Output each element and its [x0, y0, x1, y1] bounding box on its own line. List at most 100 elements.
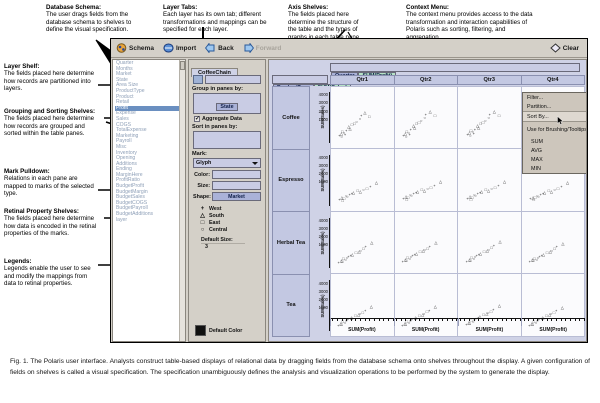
layer-tab-coffeechain[interactable]: CoffeeChain — [191, 68, 238, 77]
forward-button[interactable]: Forward — [243, 42, 281, 54]
row-header[interactable]: Tea — [272, 274, 310, 337]
table-pane[interactable]: +△□○+△□○+△□○+△□ — [394, 148, 458, 212]
shape-legend[interactable]: +West△South□East○Central — [199, 206, 265, 234]
schema-field[interactable]: layer — [116, 216, 128, 223]
schema-field[interactable]: Expense — [116, 110, 136, 117]
table-pane[interactable]: +△□○+△□○+△□○+△□ — [521, 211, 585, 275]
table-pane[interactable]: +△□○+△□○+△□○+△□○ — [394, 86, 458, 149]
scatter-mark: ○ — [343, 320, 347, 326]
schema-scrollbar[interactable] — [179, 60, 185, 341]
clear-button[interactable]: Clear — [549, 43, 579, 53]
scatter-mark: □ — [469, 318, 473, 324]
x-tick — [405, 319, 407, 321]
legend-item[interactable]: ○Central — [199, 227, 265, 234]
row-header[interactable]: Herbal Tea — [272, 212, 310, 275]
scatter-mark: + — [477, 316, 479, 320]
table-pane[interactable]: +△□○+△□○+△□○+△□ — [458, 274, 522, 337]
table-pane[interactable]: +△□○+△□○+△□○+△□○ — [330, 86, 395, 149]
column-header[interactable]: Qtr1 — [330, 75, 395, 85]
context-menu[interactable]: Filter... Partition... Sort By... Use fo… — [522, 92, 587, 174]
legend-item[interactable]: +West — [199, 206, 265, 213]
back-button[interactable]: Back — [205, 42, 234, 54]
table-pane[interactable]: +△□○+△□○+△□○+△□ — [521, 274, 585, 337]
shape-shelf[interactable]: Market — [212, 192, 261, 201]
table-pane[interactable]: +△□○+△□○+△□○+△□ — [330, 274, 395, 337]
column-header[interactable]: Qtr2 — [394, 75, 458, 85]
scatter-mark: + — [401, 259, 404, 265]
menu-item-sort-by[interactable]: Sort By... — [523, 111, 586, 122]
schema-field[interactable]: TotalExpense — [116, 127, 147, 134]
menu-item-partition[interactable]: Partition... — [527, 103, 552, 110]
table-pane[interactable]: +△□○+△□○+△□○+△□ — [458, 211, 522, 275]
default-color-row[interactable]: Default Color — [195, 325, 242, 336]
schema-field[interactable]: ProfitRatio — [116, 177, 140, 184]
table-pane[interactable]: +△□○+△□○+△□○+△□ — [330, 148, 395, 212]
legend-item[interactable]: △South — [199, 213, 265, 220]
sort-in-panes-shelf[interactable] — [193, 131, 261, 149]
schema-field[interactable]: Retail — [116, 99, 130, 106]
table-pane[interactable]: +△□○+△□○+△□○+△□ — [458, 148, 522, 212]
scatter-mark: ○ — [487, 246, 490, 252]
schema-field[interactable]: Market — [116, 71, 132, 78]
schema-field[interactable]: Payroll — [116, 138, 132, 145]
schema-field[interactable]: Quarter — [116, 60, 134, 66]
column-header[interactable]: Qtr3 — [458, 75, 522, 85]
scrollbar-thumb[interactable] — [180, 61, 185, 70]
schema-field[interactable]: Opening — [116, 155, 136, 162]
scatter-mark: △ — [350, 251, 354, 257]
schema-field[interactable]: BudgetPayroll — [116, 205, 148, 212]
menu-item-sum[interactable]: SUM — [531, 138, 543, 145]
layer-shelf[interactable] — [193, 75, 261, 84]
legend-item[interactable]: □East — [199, 220, 265, 227]
schema-button[interactable]: Schema — [116, 43, 154, 53]
schema-field[interactable]: COGS — [116, 121, 132, 128]
scatter-mark: ○ — [409, 254, 413, 260]
aggregate-data-checkbox[interactable] — [194, 115, 200, 122]
row-header[interactable]: Espresso — [272, 149, 310, 212]
mark-pulldown[interactable]: Glyph — [193, 158, 261, 168]
aggregate-data-checkbox-row[interactable]: Aggregate Data — [194, 115, 265, 122]
schema-field[interactable]: BudgetAdditions — [116, 211, 154, 218]
schema-field[interactable]: Ending — [116, 166, 132, 173]
schema-field[interactable]: BudgetProfit — [116, 183, 145, 190]
column-header[interactable]: Qtr4 — [521, 75, 585, 85]
schema-field[interactable]: Area Size — [116, 82, 139, 89]
schema-field[interactable]: Misc — [116, 143, 127, 150]
schema-field[interactable]: Additions — [116, 160, 137, 167]
row-header[interactable]: Coffee — [272, 86, 310, 150]
menu-item-max[interactable]: MAX — [531, 156, 543, 163]
table-pane[interactable]: +△□○+△□○+△□○+△□○ — [458, 86, 522, 149]
layer-shelf-field[interactable] — [205, 75, 261, 84]
import-button[interactable]: Import — [163, 43, 196, 53]
menu-item-min[interactable]: MIN — [531, 165, 541, 172]
schema-field[interactable]: Sales — [116, 115, 129, 122]
size-shelf[interactable] — [212, 181, 261, 190]
schema-field[interactable]: Months — [116, 65, 133, 72]
color-shelf[interactable] — [212, 170, 261, 179]
schema-field[interactable]: BudgetSales — [116, 194, 145, 201]
schema-field[interactable]: Inventory — [116, 149, 137, 156]
schema-field[interactable]: Marketing — [116, 132, 139, 139]
schema-field[interactable]: State — [116, 76, 128, 83]
schema-field[interactable]: MarginHere — [116, 171, 143, 178]
menu-item-brushing-tooltips[interactable]: Use for Brushing/Tooltips — [527, 126, 587, 133]
scatter-mark: ○ — [345, 254, 348, 260]
schema-field[interactable]: ProductType — [116, 87, 145, 94]
schema-field[interactable]: Profit — [115, 105, 183, 112]
schema-field[interactable]: Product — [116, 93, 134, 100]
annotation-legends: Legends: Legends enable the user to see … — [4, 258, 98, 288]
table-pane[interactable]: +△□○+△□○+△□○+△□ — [394, 211, 458, 275]
scatter-mark: □ — [545, 313, 548, 319]
default-color-swatch[interactable] — [195, 325, 206, 336]
column-axis-shelf[interactable]: QuarterSUM(Profit) — [330, 63, 580, 80]
schema-field[interactable]: BudgetCOGS — [116, 199, 148, 206]
menu-item-filter[interactable]: Filter... — [527, 94, 544, 101]
menu-item-avg[interactable]: AVG — [531, 147, 542, 154]
group-pill-state[interactable]: State — [216, 103, 238, 111]
table-pane[interactable]: +△□○+△□○+△□○+△□ — [394, 274, 458, 337]
schema-field[interactable]: BudgetMargin — [116, 188, 148, 195]
table-pane[interactable]: +△□○+△□○+△□○+△□ — [330, 211, 395, 275]
group-in-panes-shelf[interactable]: State — [193, 93, 261, 114]
